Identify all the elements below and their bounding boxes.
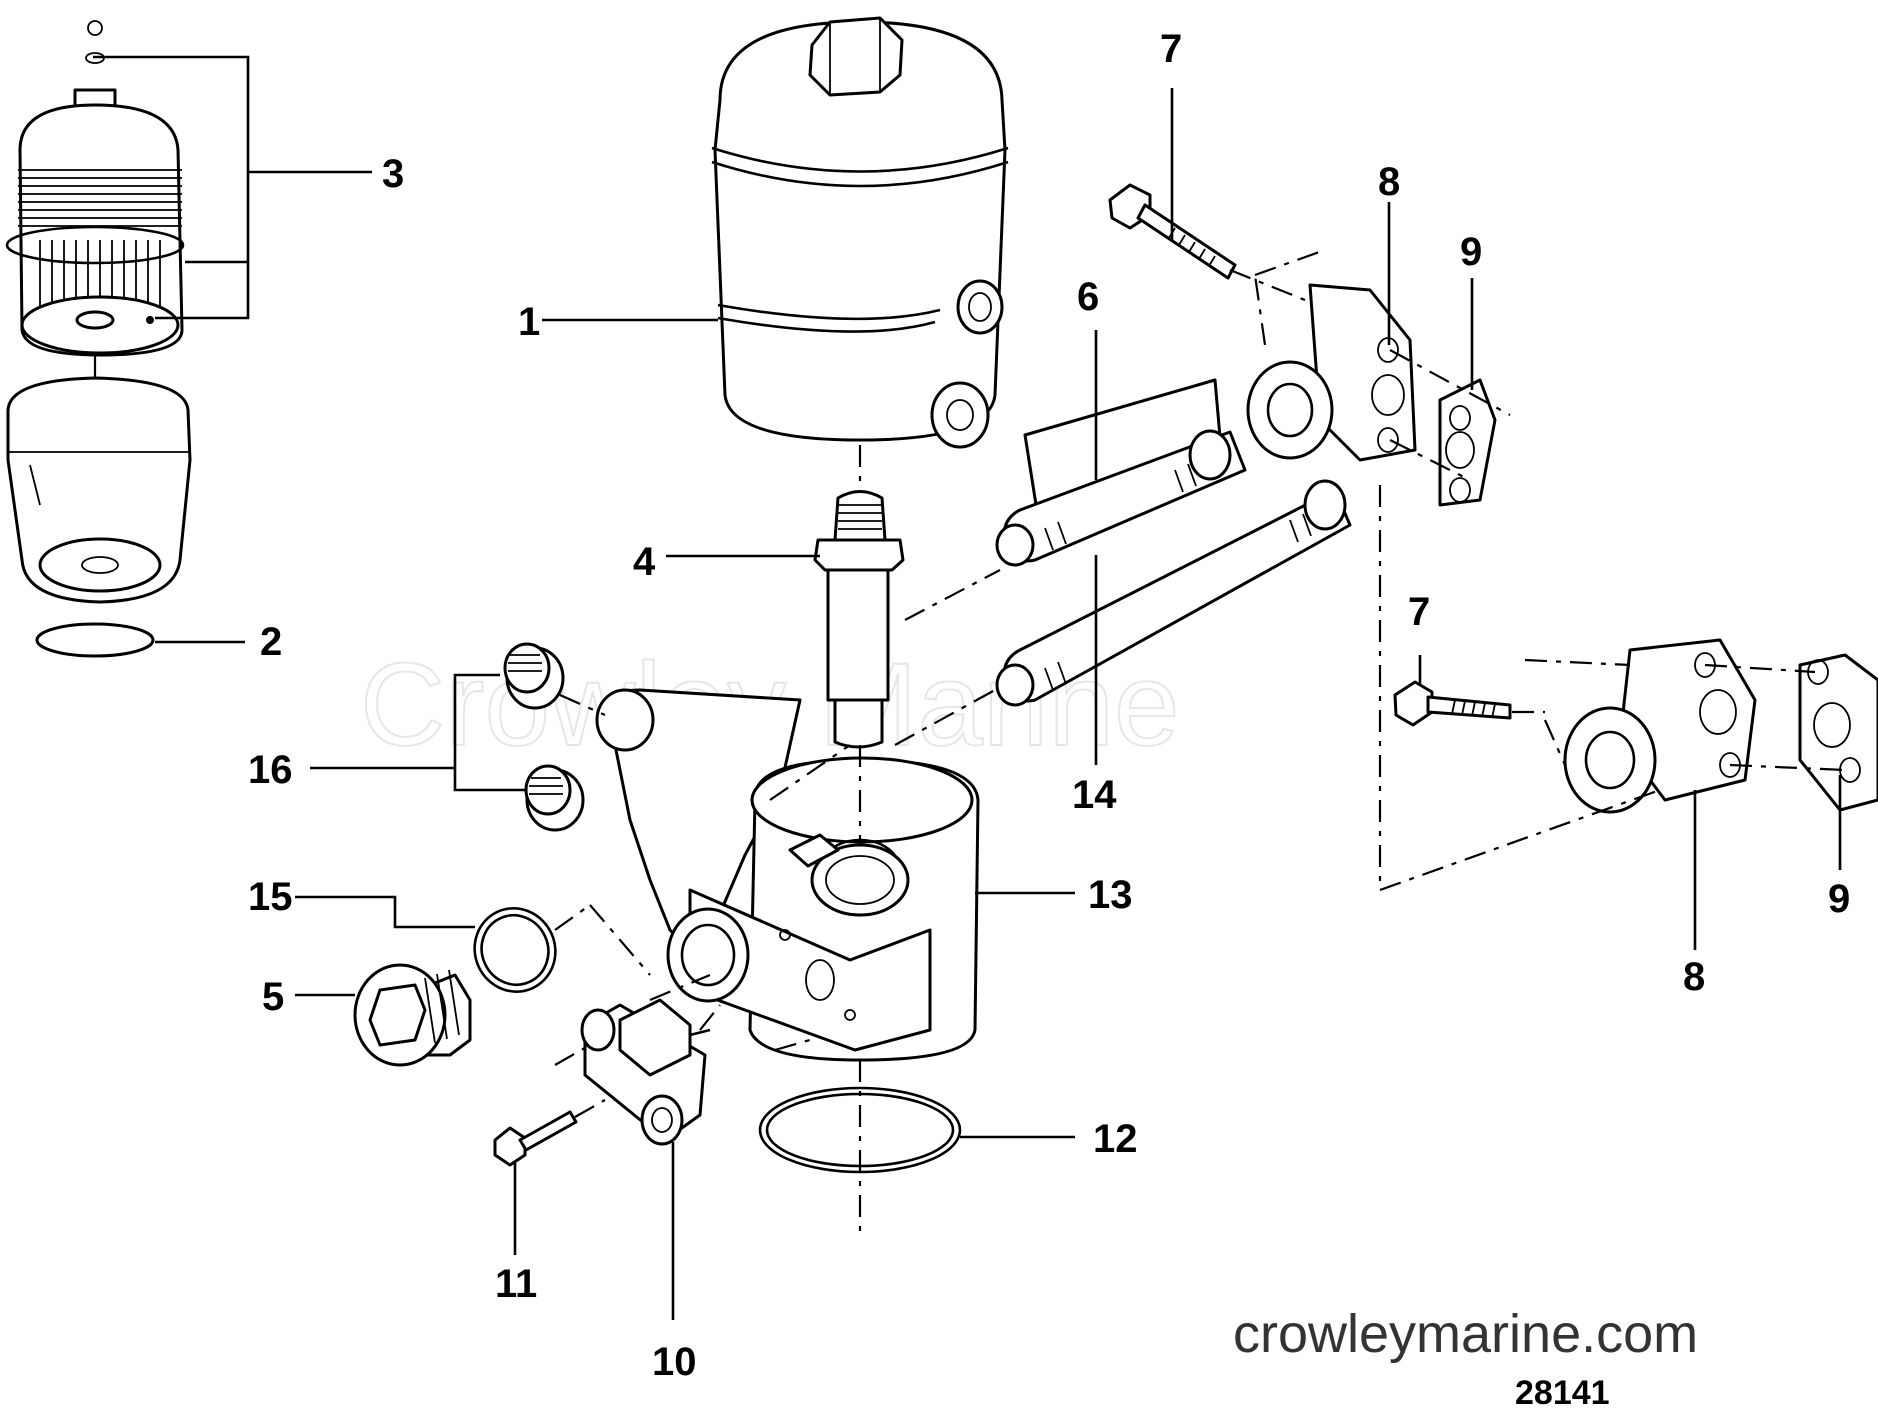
callout-8-upper: 8 xyxy=(1378,160,1400,204)
part-4-center-tube xyxy=(813,490,905,749)
filter-canister xyxy=(6,355,192,658)
part-1-filter-housing xyxy=(711,16,1009,449)
part-5-drain-plug xyxy=(353,963,472,1067)
callout-7-upper: 7 xyxy=(1160,27,1182,71)
part-11-bolt xyxy=(493,1110,578,1167)
callout-10: 10 xyxy=(652,1340,697,1384)
part-9-gasket-lower xyxy=(1798,653,1878,812)
part-15-o-ring xyxy=(473,907,557,993)
part-9-gasket-upper xyxy=(1438,378,1497,507)
callout-2: 2 xyxy=(260,620,282,664)
part-10-sensor xyxy=(580,998,711,1146)
callout-4: 4 xyxy=(633,540,656,584)
callout-8-lower: 8 xyxy=(1683,955,1705,999)
callout-1: 1 xyxy=(518,300,540,344)
part-8-adapter-upper xyxy=(1246,283,1417,462)
part-7-bolt-upper xyxy=(1108,183,1237,280)
callout-7-lower: 7 xyxy=(1408,590,1430,634)
callout-16: 16 xyxy=(248,748,293,792)
part-14-tube xyxy=(995,479,1352,707)
callout-3: 3 xyxy=(382,152,404,196)
callout-12: 12 xyxy=(1093,1117,1138,1161)
callout-6: 6 xyxy=(1077,275,1099,319)
diagram-number: 28141 xyxy=(1515,1374,1610,1412)
callout-14: 14 xyxy=(1072,773,1117,817)
callout-13: 13 xyxy=(1088,873,1133,917)
part-16-plug-lower xyxy=(524,764,585,832)
part-3-filter-element xyxy=(5,20,185,357)
callout-9-upper: 9 xyxy=(1460,230,1482,274)
callout-9-lower: 9 xyxy=(1828,877,1850,921)
part-7-bolt-lower xyxy=(1393,680,1512,727)
callout-11: 11 xyxy=(495,1262,537,1306)
callout-5: 5 xyxy=(262,975,284,1019)
part-8-adapter-lower xyxy=(1563,638,1757,814)
part-16-plug-upper xyxy=(503,642,565,710)
website-text: crowleymarine.com xyxy=(1233,1304,1698,1364)
part-6-tube xyxy=(995,378,1247,567)
leader-lines xyxy=(93,55,1842,1320)
callout-15: 15 xyxy=(248,875,293,919)
part-13-filter-base xyxy=(595,688,980,1062)
